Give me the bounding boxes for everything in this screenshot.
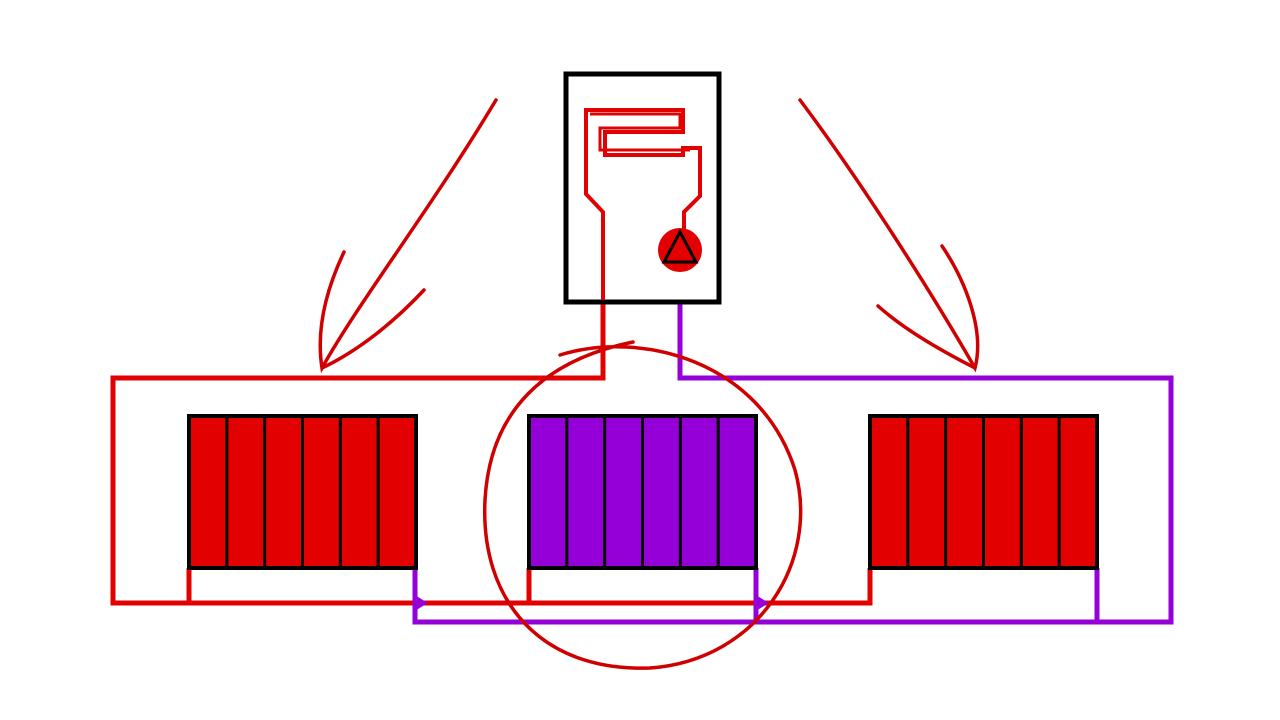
- boiler-icon: [584, 108, 702, 300]
- return-pipe: [412, 270, 1174, 625]
- supply-pipe-main: [110, 300, 873, 606]
- highlight-circle: [483, 340, 803, 670]
- arrow-left: [318, 98, 498, 374]
- arrow-right: [798, 98, 980, 373]
- annotations: [318, 98, 980, 670]
- radiator-left-sections: [225, 416, 380, 568]
- return-crossing-middle: [754, 595, 769, 611]
- boiler: [563, 71, 722, 305]
- radiator-right-sections: [906, 416, 1061, 568]
- radiator-middle-sections: [565, 416, 720, 568]
- radiator-left: [187, 414, 418, 570]
- radiator-middle: [527, 414, 758, 570]
- supply-pipe: [110, 300, 873, 606]
- return-pipe-main: [412, 270, 1174, 625]
- radiator-right: [868, 414, 1099, 570]
- pump-triangle: [661, 228, 699, 264]
- return-crossing-left: [413, 595, 428, 611]
- pump-icon: [658, 228, 702, 272]
